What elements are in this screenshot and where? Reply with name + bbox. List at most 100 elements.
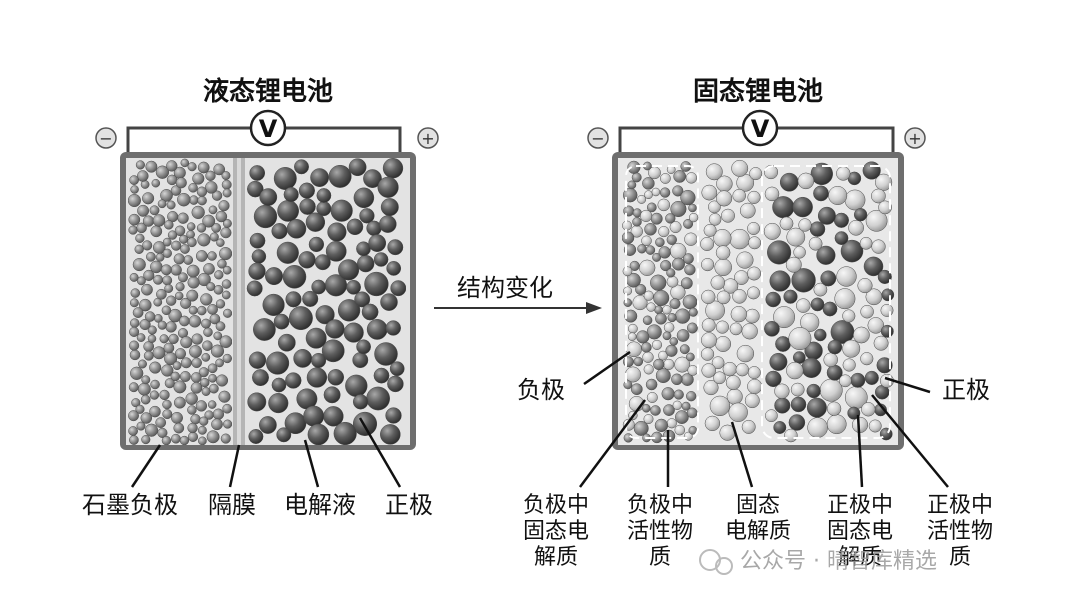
particle	[191, 333, 203, 345]
particle	[861, 402, 876, 417]
particle	[180, 297, 192, 309]
particle	[747, 190, 761, 204]
particle	[130, 288, 141, 298]
particle	[163, 342, 175, 354]
particle	[219, 335, 232, 349]
particle	[130, 185, 139, 194]
particle	[627, 332, 637, 341]
particle	[660, 260, 672, 272]
particle	[348, 158, 367, 177]
particle	[646, 202, 657, 213]
particle	[380, 424, 401, 445]
particle	[306, 367, 328, 388]
particle	[643, 414, 654, 425]
particle	[277, 200, 299, 222]
particle	[810, 297, 825, 312]
particle	[773, 421, 787, 434]
particle	[128, 213, 141, 226]
particle	[641, 342, 652, 353]
particle	[379, 215, 397, 233]
particle	[147, 325, 157, 335]
particle	[654, 418, 669, 433]
particle	[389, 361, 405, 377]
particle	[827, 339, 843, 355]
label-separator: 隔膜	[208, 491, 256, 519]
particle	[651, 339, 663, 350]
solid-voltmeter	[741, 109, 779, 147]
particle	[642, 404, 651, 413]
particle	[162, 409, 173, 420]
particle	[813, 282, 828, 297]
particle	[251, 249, 267, 264]
particle	[642, 351, 654, 363]
particle	[875, 173, 893, 191]
particle	[166, 160, 178, 172]
particle	[197, 161, 210, 174]
particle	[642, 177, 655, 190]
particle	[186, 230, 195, 239]
solid-label-1: 负极中 固态电 解质	[523, 493, 589, 570]
particle	[129, 349, 141, 361]
particle	[152, 346, 166, 360]
label-graphite-anode: 石墨负极	[82, 491, 178, 519]
particle	[198, 436, 207, 445]
particle	[635, 283, 647, 296]
particle	[798, 218, 812, 232]
particle	[149, 361, 162, 374]
particle	[387, 375, 404, 393]
particle	[174, 348, 187, 360]
particle	[380, 293, 398, 311]
particle	[156, 288, 167, 300]
particle	[276, 427, 292, 443]
graphite-anode-particles	[128, 158, 232, 445]
particle	[211, 190, 223, 201]
particle	[151, 178, 161, 188]
particle	[137, 170, 149, 182]
structure-change-arrow: 结构变化	[434, 274, 602, 314]
particle	[175, 177, 187, 189]
particle	[784, 428, 798, 443]
particle	[361, 303, 379, 321]
particle	[810, 162, 833, 186]
particle	[736, 344, 755, 363]
liquid-plus-terminal	[417, 127, 439, 149]
svg-text:正极中: 正极中	[827, 493, 893, 518]
particle	[213, 331, 223, 341]
particle	[129, 435, 139, 445]
particle	[786, 227, 806, 247]
particle	[729, 228, 750, 250]
particle	[180, 336, 193, 349]
particle	[709, 395, 731, 417]
particle	[129, 326, 140, 337]
particle	[190, 372, 202, 383]
particle	[221, 290, 231, 300]
particle	[187, 237, 197, 248]
particle	[728, 402, 748, 422]
particle	[864, 370, 879, 385]
particle	[186, 289, 199, 302]
particle	[626, 341, 642, 358]
particle	[701, 289, 716, 305]
particle	[807, 417, 828, 438]
particle	[190, 381, 203, 394]
particle	[747, 266, 762, 281]
particle	[266, 351, 290, 375]
particle	[343, 322, 364, 343]
particle	[197, 425, 207, 435]
particle	[191, 205, 205, 220]
solid-leader-lines	[578, 350, 949, 488]
particle	[366, 386, 390, 411]
particle	[380, 198, 399, 217]
particle	[623, 380, 633, 390]
particle	[672, 257, 685, 271]
particle	[173, 396, 186, 409]
particle	[764, 186, 780, 202]
particle	[741, 323, 758, 340]
particle	[212, 408, 225, 420]
particle	[708, 213, 722, 226]
particle	[174, 291, 184, 301]
particle	[686, 322, 698, 334]
particle	[676, 329, 690, 342]
particle	[658, 246, 671, 259]
